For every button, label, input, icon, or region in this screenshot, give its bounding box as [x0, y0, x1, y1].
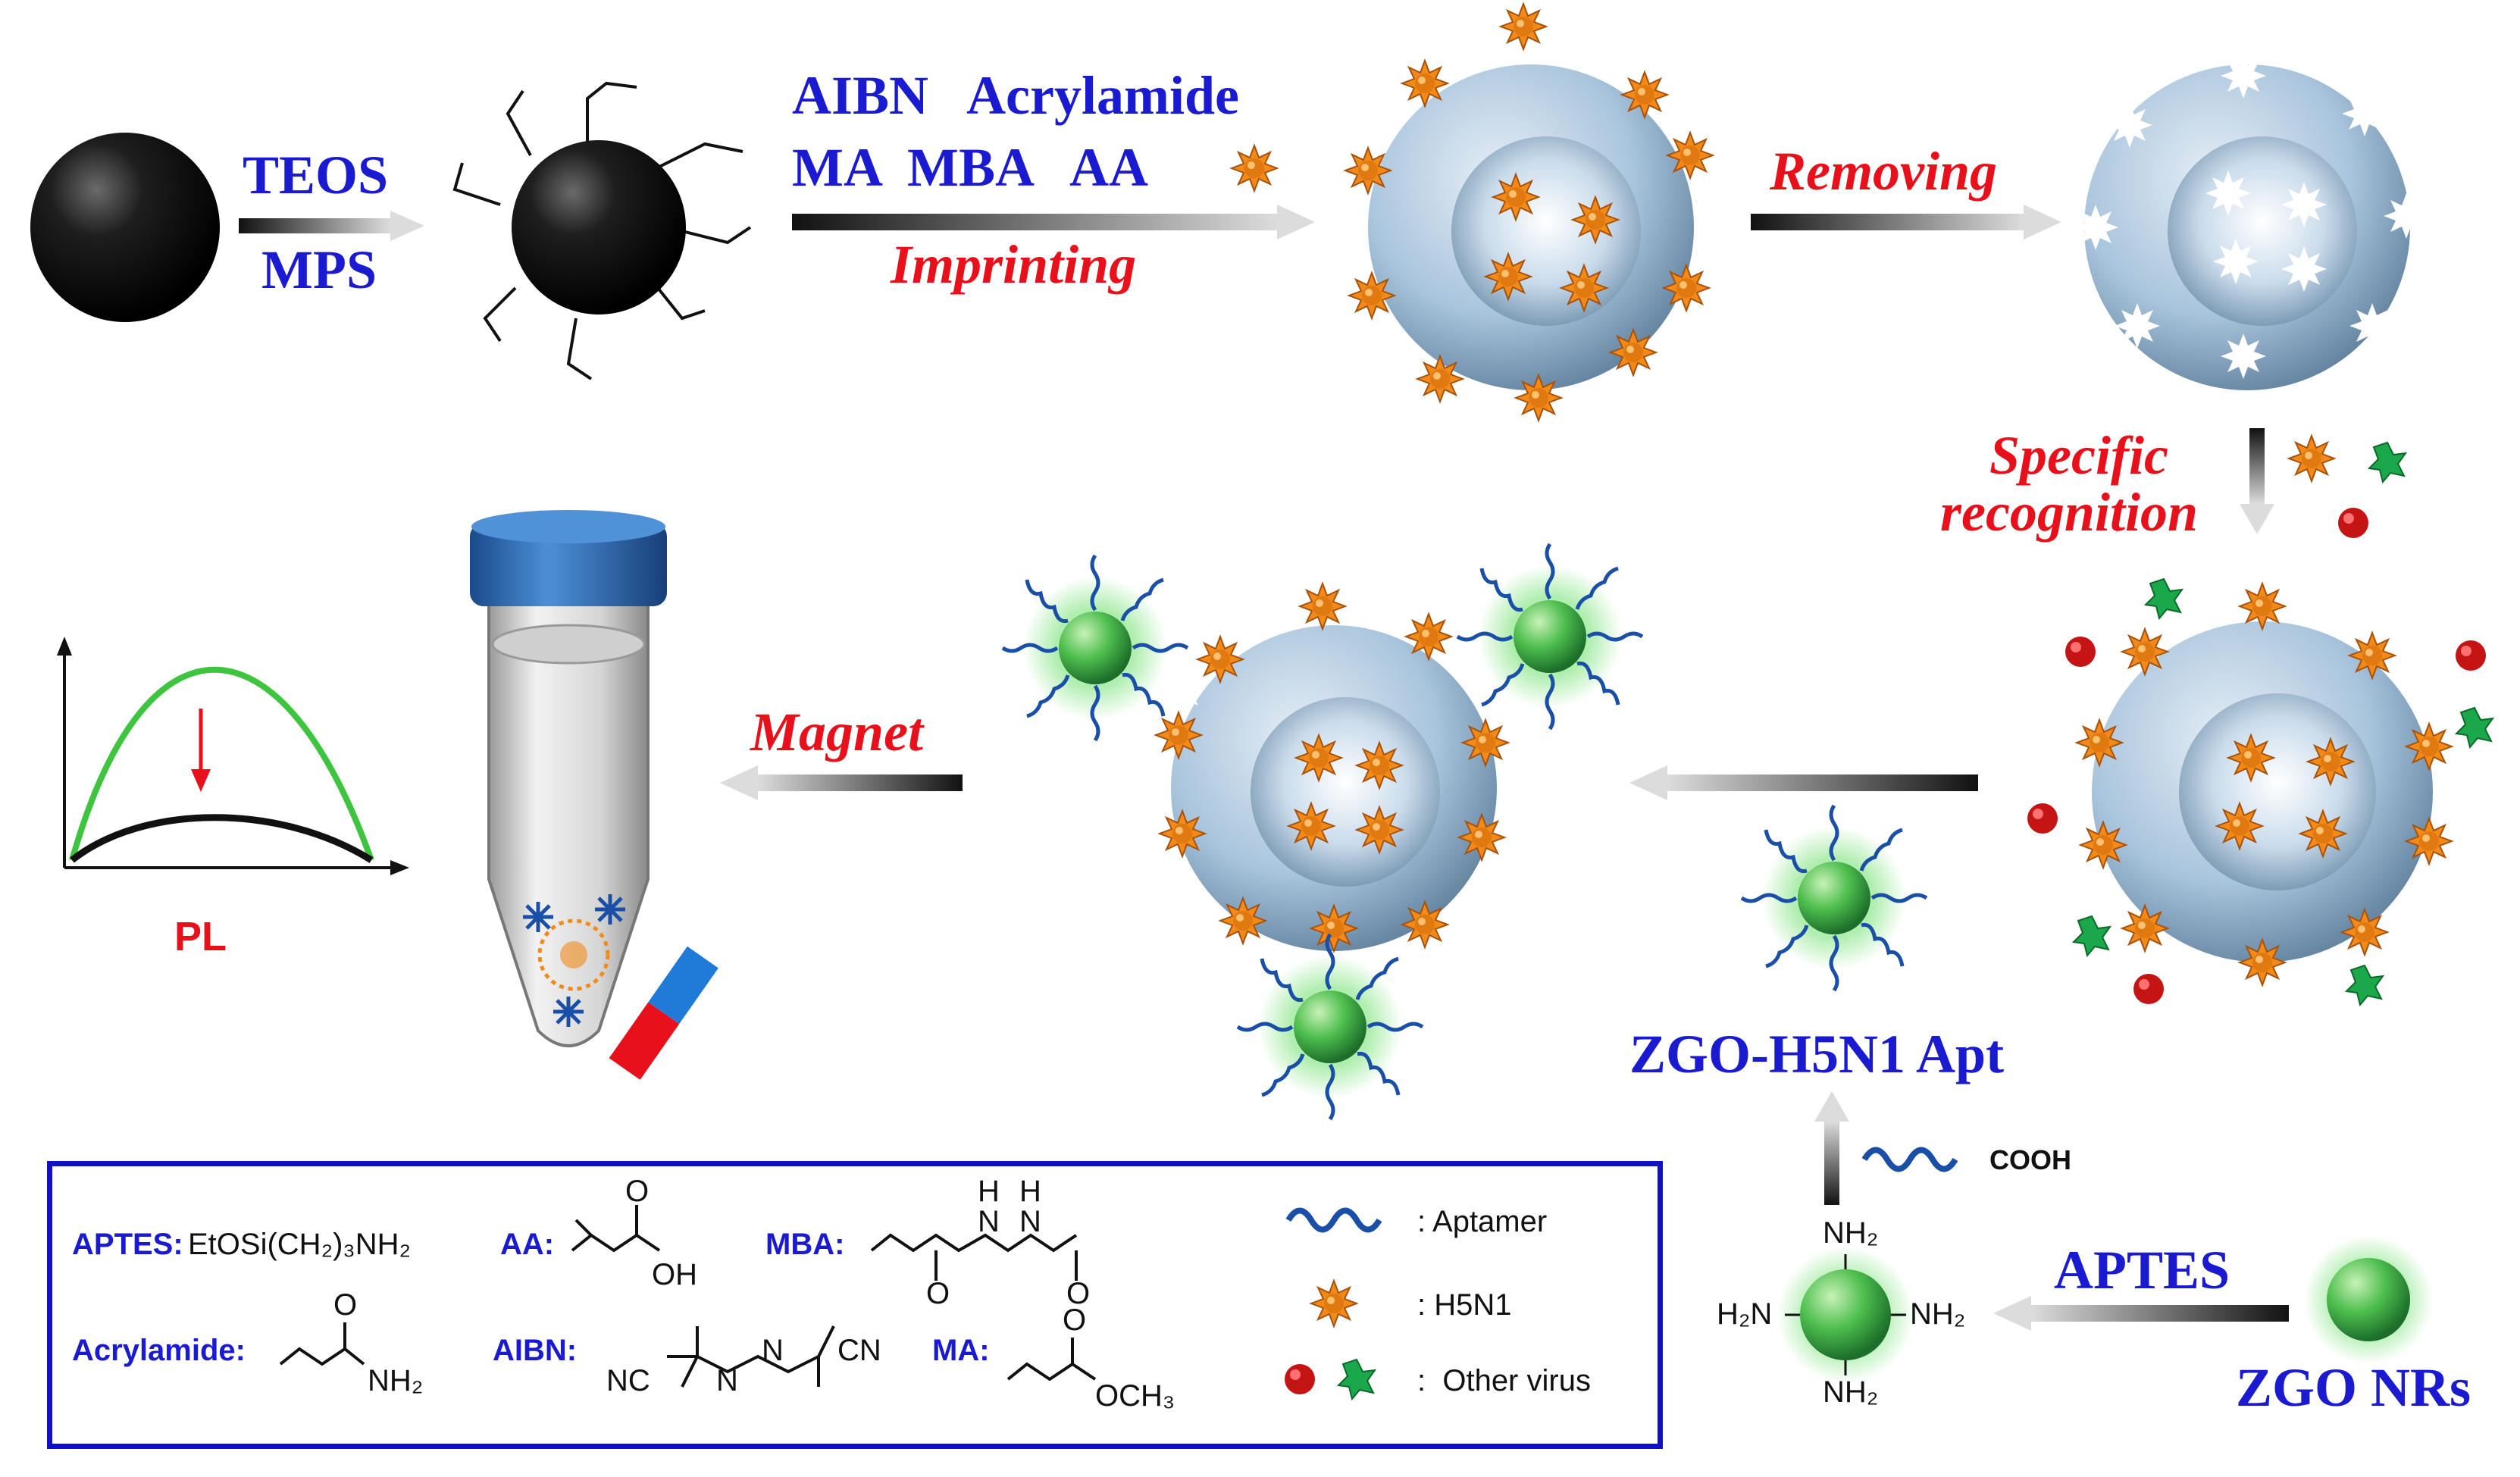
legend-box: [47, 1161, 1663, 1449]
legend-aibn-cn: CN: [837, 1334, 881, 1367]
mps-label: MPS: [261, 239, 377, 300]
black-nanoparticle-icon: [30, 133, 220, 322]
legend-aibn-label: AIBN:: [493, 1334, 578, 1367]
centrifuge-tube-icon: [470, 510, 667, 1047]
specific-recognition-arrow: [2240, 428, 2274, 534]
legend-aa-oh: OH: [652, 1258, 697, 1291]
legend-aa-label: AA:: [500, 1228, 555, 1261]
legend-aa-o: O: [625, 1175, 650, 1208]
legend-acrylamide-o: O: [333, 1288, 358, 1322]
legend-graphics: [279, 1205, 1382, 1388]
cooh-aptamer-arrow: [1814, 1091, 1849, 1205]
legend-aptes-label: APTES:: [72, 1228, 183, 1261]
specific-label: Specific: [1989, 425, 2168, 486]
teos-mps-arrow: [239, 211, 424, 241]
cooh-aptamer-icon: [1861, 1147, 1958, 1172]
amine-zgo-icon: [1777, 1247, 1914, 1383]
legend-ma-och3: OCH₃: [1095, 1379, 1175, 1413]
zgo-nrs-label: ZGO NRs: [2236, 1357, 2471, 1418]
amine-nh2-top: NH₂: [1823, 1216, 1879, 1250]
removing-label: Removing: [1770, 141, 1997, 202]
incoming-viruses-icon: [2288, 435, 2406, 538]
complex-icon: [1003, 544, 1642, 1119]
magnet-label: Magnet: [750, 702, 924, 762]
magnet-icon: [609, 946, 718, 1080]
imprinting-label: Imprinting: [891, 234, 1137, 295]
legend-aptes-formula: EtOSi(CH₂)₃NH₂: [188, 1228, 412, 1261]
legend-acrylamide-label: Acrylamide:: [72, 1334, 246, 1367]
legend-acrylamide-nh2: NH₂: [368, 1364, 424, 1397]
pl-label: PL: [174, 914, 227, 959]
reagent-virus-icon: [1231, 145, 1278, 192]
teos-label: TEOS: [243, 145, 389, 205]
zgo-h5n1-apt-label: ZGO-H5N1 Apt: [1629, 1024, 2005, 1084]
legend-mba-h2: H: [1019, 1175, 1041, 1208]
removing-arrow: [1751, 205, 2061, 239]
aptes-arrow: [1993, 1296, 2289, 1331]
amine-nh2-bottom: NH₂: [1823, 1375, 1879, 1409]
legend-h5n1-text: : H5N1: [1417, 1288, 1512, 1322]
cooh-label: COOH: [1989, 1144, 2071, 1175]
magnet-arrow: [720, 765, 963, 800]
bound-virus-shell-icon: [2027, 578, 2493, 1006]
imprinting-arrow: [792, 205, 1315, 239]
aptes-step-label: APTES: [2054, 1240, 2230, 1300]
zgo-nanorod-icon: [2304, 1235, 2433, 1364]
pl-curve-icon: [57, 637, 409, 875]
amine-nh2-right: NH₂: [1910, 1297, 1966, 1331]
reagents-line1-label: AIBN Acrylamide: [792, 65, 1239, 126]
zgo-aptamer-probe-icon: [1742, 806, 1927, 990]
legend-mba-o2: O: [1066, 1277, 1091, 1310]
amine-h2n-left: H₂N: [1717, 1297, 1773, 1331]
probe-addition-arrow: [1629, 765, 1978, 800]
legend-aibn-n2: N: [762, 1334, 784, 1367]
legend-ma-o: O: [1063, 1303, 1087, 1337]
legend-mba-n1: N: [978, 1205, 1000, 1238]
legend-mba-label: MBA:: [765, 1228, 845, 1261]
legend-aibn-n1: N: [716, 1364, 738, 1397]
legend-mba-h1: H: [978, 1175, 1000, 1208]
legend-ma-label: MA:: [932, 1334, 990, 1367]
legend-aibn-nc: NC: [606, 1364, 650, 1397]
empty-cavity-shell-icon: [2073, 53, 2429, 390]
vinyl-nanoparticle-icon: [452, 81, 752, 380]
legend-mba-o1: O: [926, 1277, 950, 1310]
legend-other-virus-text: : Other virus: [1417, 1364, 1591, 1397]
legend-mba-n2: N: [1019, 1205, 1041, 1238]
imprinted-shell-icon: [1345, 3, 1714, 421]
reagents-line2-label: MA MBA AA: [792, 137, 1149, 198]
legend-aptamer-text: : Aptamer: [1417, 1205, 1548, 1238]
recognition-label: recognition: [1940, 482, 2199, 543]
